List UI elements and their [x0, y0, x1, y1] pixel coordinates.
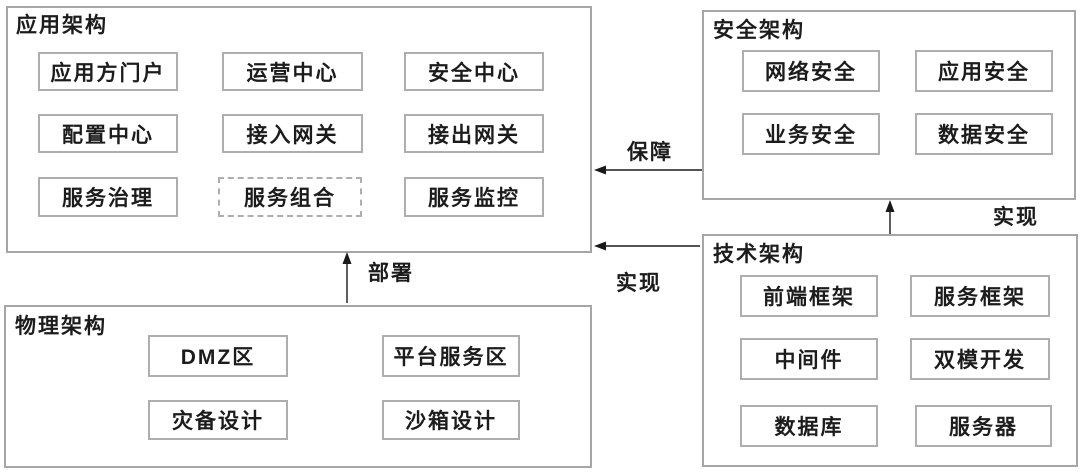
node-application-security: 应用安全 — [915, 50, 1053, 92]
node-service-monitoring: 服务监控 — [404, 177, 544, 217]
node-dual-mode-dev: 双模开发 — [910, 338, 1050, 380]
node-disaster-recovery-design: 灾备设计 — [148, 400, 288, 440]
physical-architecture-group — [4, 305, 592, 468]
arrow-label-guarantee: 保障 — [627, 141, 673, 164]
arrow-guarantee — [594, 165, 702, 175]
node-data-security: 数据安全 — [915, 113, 1053, 155]
security-architecture-title: 安全架构 — [713, 19, 805, 42]
node-app-portal: 应用方门户 — [38, 52, 178, 91]
node-business-security: 业务安全 — [742, 113, 880, 155]
node-service-framework: 服务框架 — [910, 275, 1050, 317]
node-security-center: 安全中心 — [404, 52, 544, 91]
node-platform-service-zone: 平台服务区 — [382, 335, 520, 377]
application-architecture-title: 应用架构 — [16, 14, 108, 37]
node-frontend-framework: 前端框架 — [740, 275, 878, 317]
node-config-center: 配置中心 — [38, 114, 178, 153]
node-service-composition: 服务组合 — [218, 177, 362, 217]
node-middleware: 中间件 — [740, 338, 878, 380]
arrow-label-deploy: 部署 — [368, 262, 414, 285]
node-server: 服务器 — [915, 405, 1052, 447]
node-network-security: 网络安全 — [742, 50, 880, 92]
security-architecture-group — [702, 10, 1076, 200]
node-dmz-zone: DMZ区 — [148, 335, 288, 377]
arrow-realize-to-security — [885, 200, 895, 234]
node-database: 数据库 — [740, 405, 878, 447]
node-inbound-gateway: 接入网关 — [222, 114, 363, 153]
arrow-label-realize-to-security: 实现 — [993, 206, 1039, 229]
technology-architecture-title: 技术架构 — [713, 243, 805, 266]
node-outbound-gateway: 接出网关 — [404, 114, 544, 153]
arrow-deploy — [342, 252, 352, 303]
physical-architecture-title: 物理架构 — [15, 315, 107, 338]
arrow-label-realize-to-app: 实现 — [616, 272, 662, 295]
node-sandbox-design: 沙箱设计 — [382, 400, 520, 440]
arrow-realize-to-app — [594, 241, 700, 251]
node-operation-center: 运营中心 — [222, 52, 363, 91]
node-service-governance: 服务治理 — [38, 177, 178, 217]
